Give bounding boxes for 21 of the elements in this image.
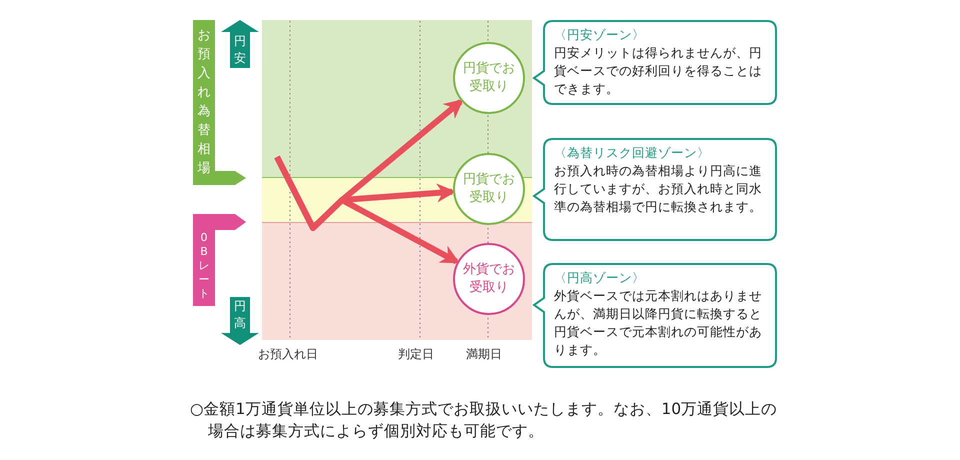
axis-label: 判定日: [398, 346, 434, 363]
caption-text: ○金額1万通貨単位以上の募集方式でお取扱いいたします。なお、10万通貨以上の場合は募集方式によらず個別対応も可能です。: [190, 399, 778, 442]
callout-heading: 〈円安ゾーン〉: [554, 26, 646, 44]
callout-box: [532, 263, 778, 369]
axis-label: 満期日: [466, 346, 502, 363]
callout-heading: 〈為替リスク回避ゾーン〉: [554, 144, 711, 162]
zone-band: [262, 223, 532, 340]
axis-label: お預入れ為替相場: [197, 27, 211, 178]
axis-label: お預入れ日: [258, 346, 318, 363]
callout-text: お預入れ時の為替相場より円高に進行していますが、お預入れ時と同水準の為替相場で円に転換されます。: [554, 162, 763, 216]
outcome-circle: 外貨でお受取り: [453, 243, 525, 315]
callout-box: [532, 20, 778, 106]
outcome-circle: 円貨でお受取り: [453, 42, 525, 114]
direction-label: 円安: [233, 33, 247, 67]
callout-box: [532, 138, 778, 242]
callout-heading: 〈円高ゾーン〉: [554, 269, 646, 287]
arrow: [274, 156, 460, 264]
axis-label: 0Bレート: [198, 231, 210, 301]
callout-text: 円安メリットは得られませんが、円貨ベースでの好利回りを得ることはできます。: [554, 44, 763, 98]
callout-text: 外貨ベースでは元本割れはありませんが、満期日以降円貨に転換すると円貨ベースで元本割れの可能性があります。: [554, 287, 763, 359]
direction-label: 円高: [233, 298, 247, 332]
